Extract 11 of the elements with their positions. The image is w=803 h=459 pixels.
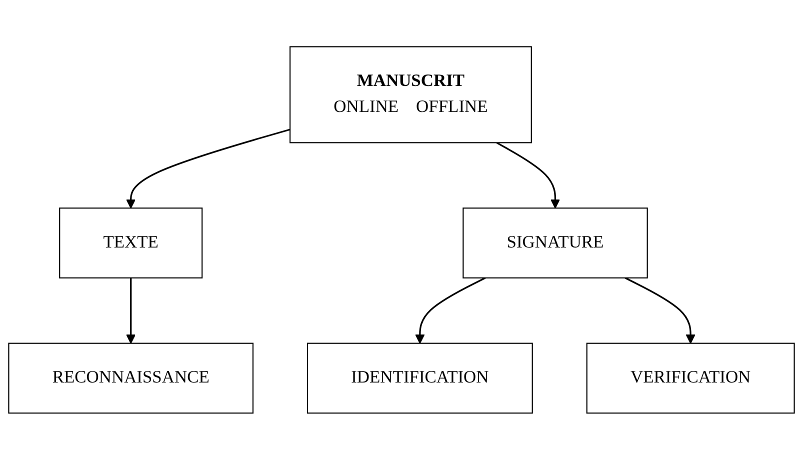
node-box: SIGNATURE — [462, 207, 648, 278]
node-box: RECONNAISSANCE — [8, 342, 254, 414]
arrow — [415, 276, 486, 344]
node-box: MANUSCRIT ONLINE OFFLINE — [290, 46, 532, 143]
arrow — [126, 277, 136, 344]
node-box: VERIFICATION — [586, 342, 795, 414]
arrow — [496, 142, 560, 208]
node-box: TEXTE — [59, 207, 203, 278]
arrow — [624, 276, 696, 344]
node-box: IDENTIFICATION — [306, 342, 533, 414]
arrow — [126, 128, 290, 208]
